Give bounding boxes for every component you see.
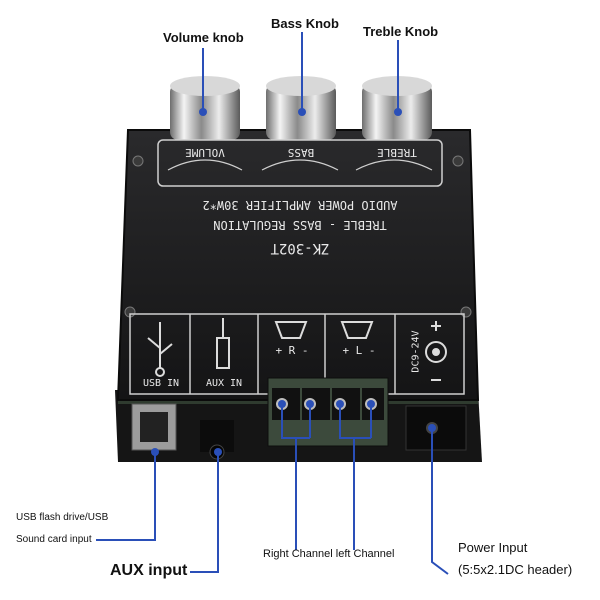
dc-power-icon: [425, 321, 447, 381]
aux-input-callout: AUX input: [110, 562, 188, 579]
left-channel-silk: + L -: [342, 344, 376, 357]
volume-knob-callout: Volume knob: [163, 30, 244, 45]
speaker-terminal-block: [267, 377, 389, 447]
callout-lines: [96, 32, 449, 575]
aux-jack-icon: [216, 318, 230, 369]
usb-port: [131, 403, 177, 451]
bass-knob-callout: Bass Knob: [271, 16, 339, 31]
speaker-right-icon: [274, 321, 308, 339]
usb-flash-callout: USB flash drive/USB: [16, 512, 109, 523]
bass-silk-label: BASS: [287, 146, 315, 159]
sound-card-callout: Sound card input: [16, 534, 92, 545]
usb-in-silk: USB IN: [142, 378, 180, 389]
treble-knob-callout: Treble Knob: [363, 24, 439, 39]
model-silk: ZK-302T: [270, 240, 330, 256]
amp-description-silk: AUDIO POWER AMPLIFIER 30W*2: [202, 198, 398, 212]
speaker-left-icon: [340, 321, 374, 339]
right-channel-silk: + R -: [275, 344, 309, 357]
channels-callout: Right Channel left Channel: [263, 548, 395, 560]
aux-port: [200, 420, 234, 460]
volume-knob: [170, 76, 240, 140]
usb-symbol-icon: [147, 322, 173, 377]
volume-silk-label: VOLUME: [185, 146, 225, 159]
regulation-silk: TREBLE - BASS REGULATION: [213, 218, 387, 232]
aux-in-silk: AUX IN: [205, 378, 243, 389]
dc-voltage-silk: DC9-24V: [410, 330, 422, 373]
power-input-spec-callout: (5:5x2.1DC header): [458, 562, 573, 577]
power-input-callout: Power Input: [458, 540, 528, 555]
treble-silk-label: TREBLE: [377, 146, 417, 159]
